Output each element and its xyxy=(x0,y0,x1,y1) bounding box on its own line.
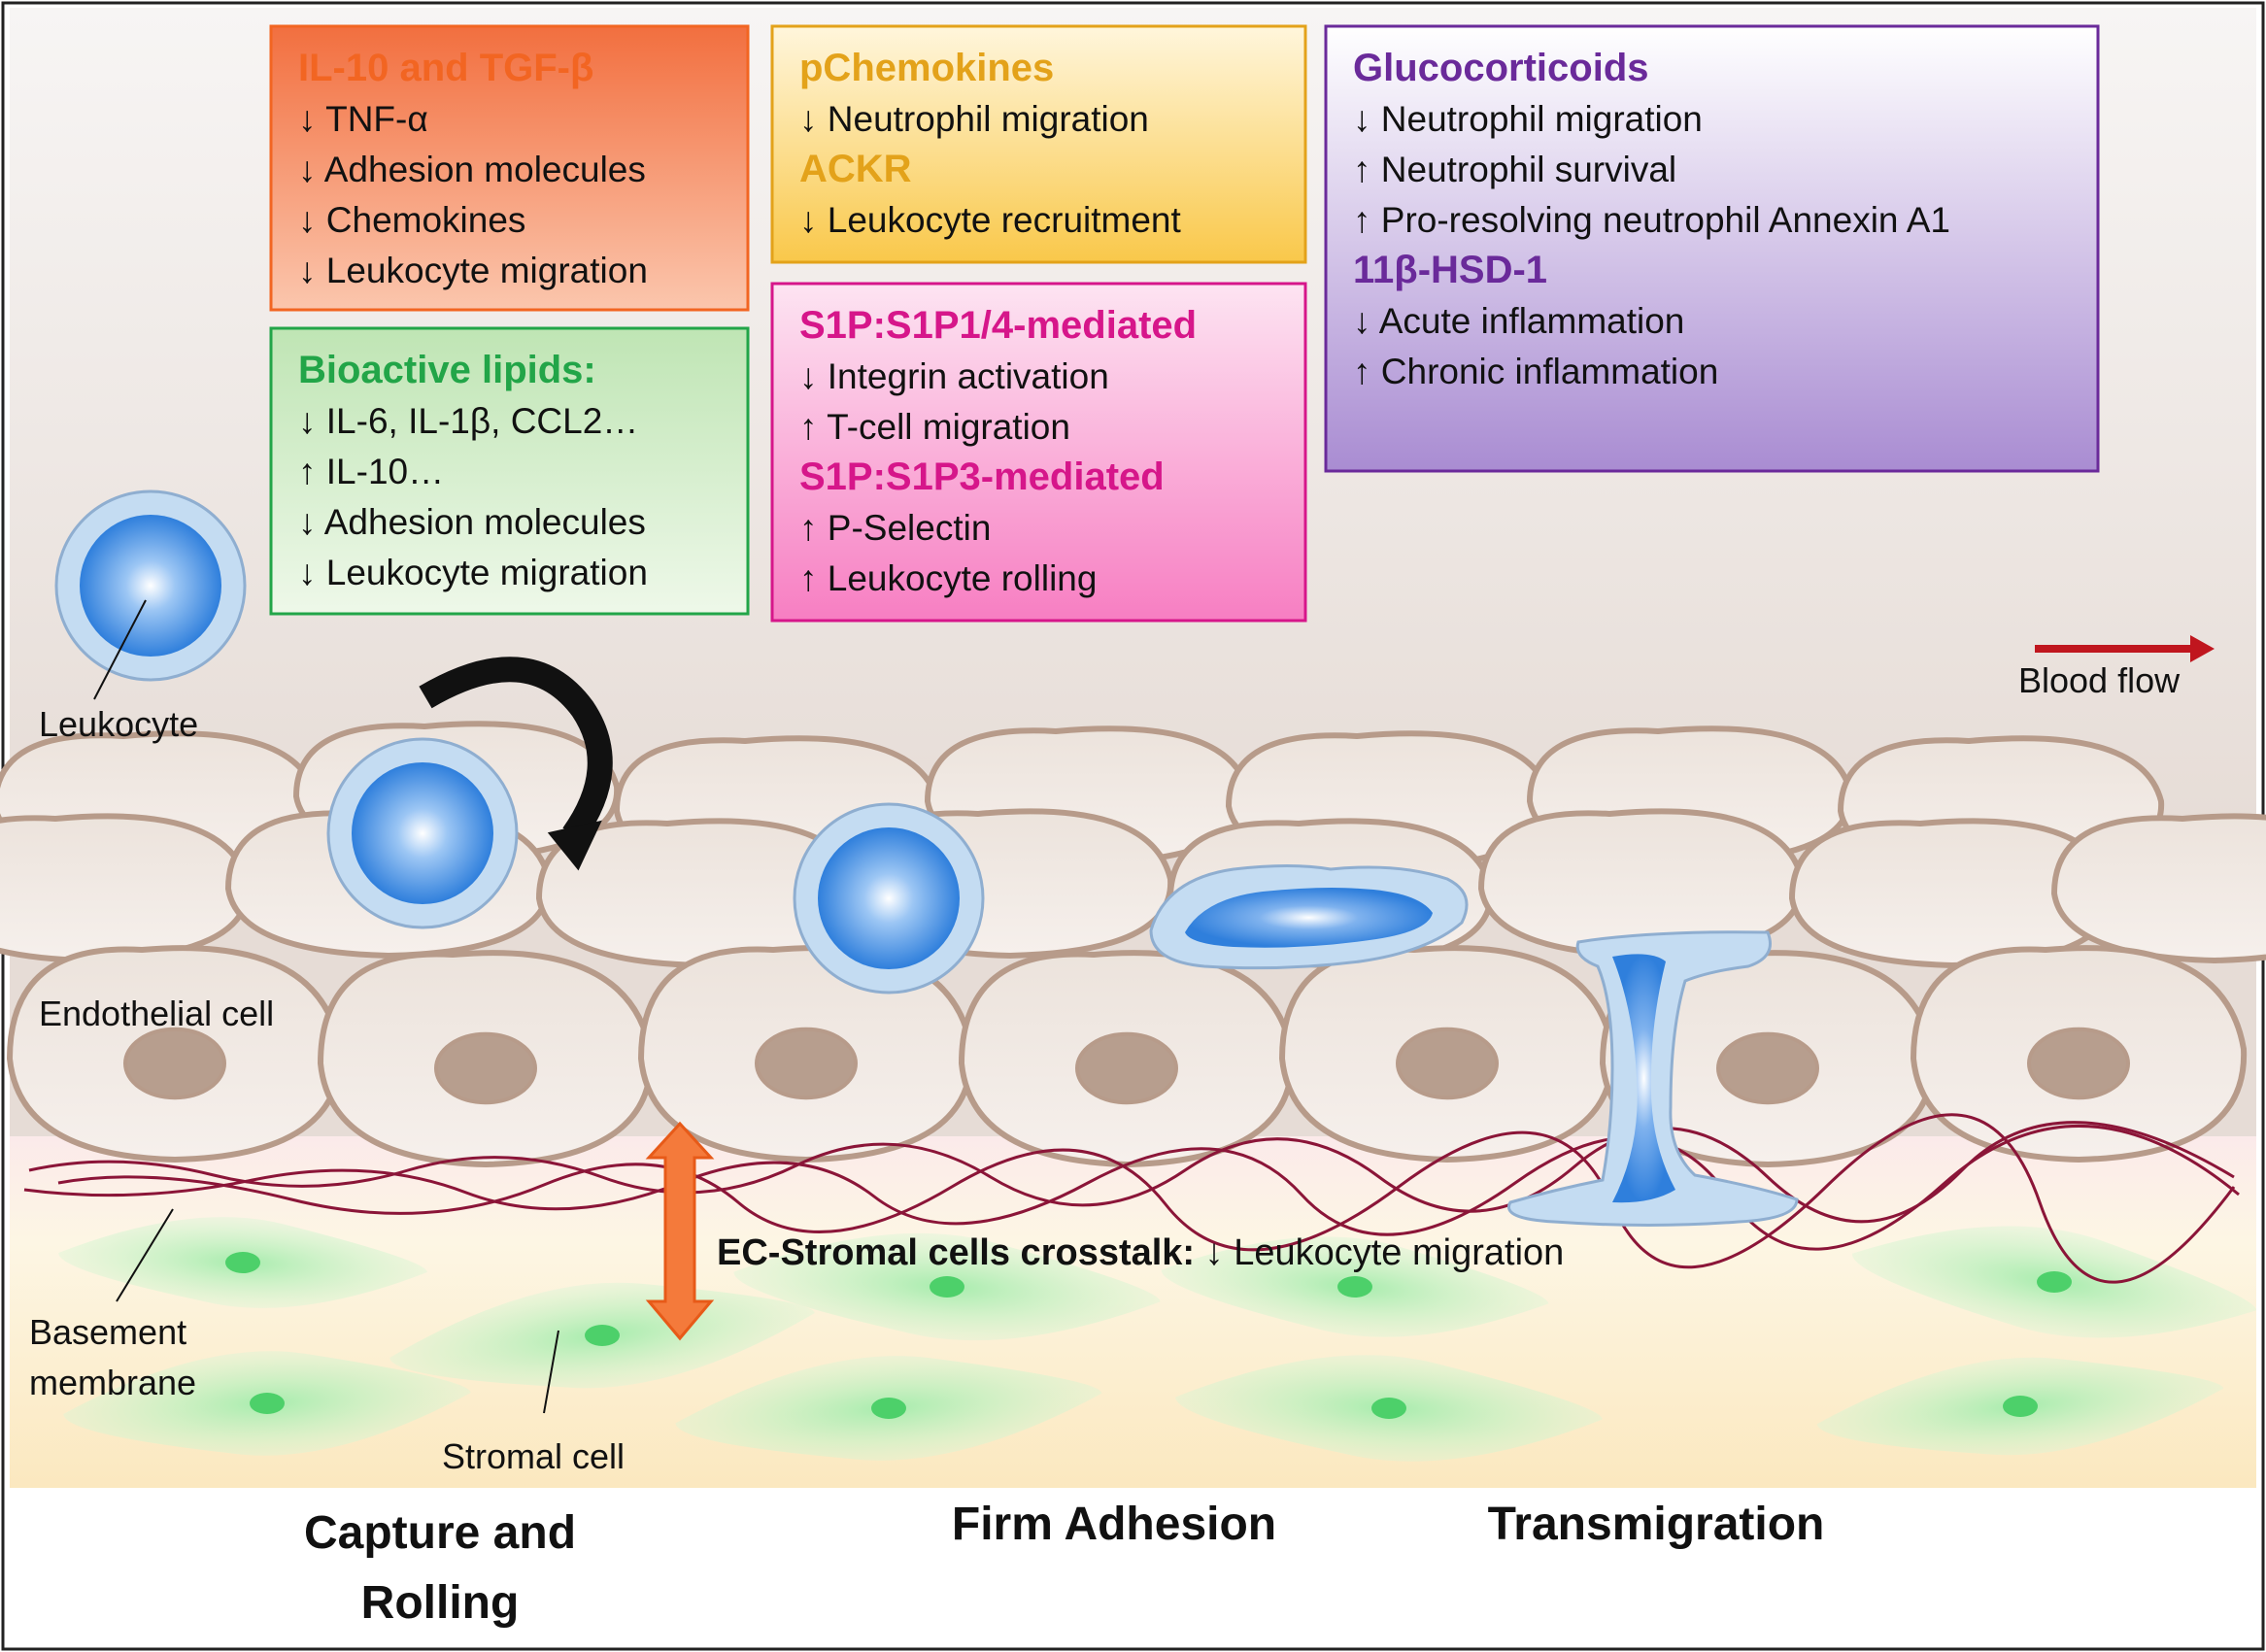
stromal-nucleus xyxy=(1337,1276,1372,1298)
box-title: pChemokines xyxy=(799,47,1054,89)
box-item: ↓ Neutrophil migration xyxy=(799,99,1149,139)
box-item: ↓ Leukocyte migration xyxy=(298,251,648,290)
endothelial-cell xyxy=(6,945,344,1163)
stromal-cell xyxy=(1852,1226,2256,1338)
stromal-nucleus xyxy=(585,1325,620,1346)
label-leukocyte: Leukocyte xyxy=(39,704,198,744)
nucleus xyxy=(2027,1027,2130,1100)
endothelial-cell xyxy=(1599,950,1937,1168)
box-item: ↓ IL-6, IL-1β, CCL2… xyxy=(298,401,638,441)
stromal-cell xyxy=(389,1282,815,1389)
nucleus xyxy=(434,1031,537,1105)
box-item: ↓ Chemokines xyxy=(298,200,525,240)
stromal-nucleus xyxy=(930,1276,964,1298)
label-crosstalk: EC-Stromal cells crosstalk: ↓ Leukocyte … xyxy=(717,1232,1564,1273)
box-item: ↓ Acute inflammation xyxy=(1353,301,1684,341)
leukocyte-adhering xyxy=(793,802,985,995)
box-background xyxy=(770,24,1307,264)
stromal-cell xyxy=(675,1356,1102,1461)
stage-firm-adhesion: Firm Adhesion xyxy=(952,1499,1276,1550)
box-subtitle: 11β-HSD-1 xyxy=(1353,249,1547,291)
crosstalk-rest: ↓ Leukocyte migration xyxy=(1195,1232,1564,1273)
nucleus xyxy=(755,1027,858,1100)
stromal-layer xyxy=(58,1217,2256,1462)
label-blood-flow: Blood flow xyxy=(2018,660,2181,700)
nucleus xyxy=(1716,1031,1819,1105)
label-endothelial-cell: Endothelial cell xyxy=(39,994,274,1033)
basement-membrane xyxy=(23,1113,2240,1284)
label-basement-2: membrane xyxy=(29,1363,196,1402)
box-title: S1P:S1P1/4-mediated xyxy=(799,304,1197,347)
box-background xyxy=(269,326,750,616)
box-item: ↓ Leukocyte recruitment xyxy=(799,200,1182,240)
stromal-cell xyxy=(1175,1355,1603,1462)
box-s1p: S1P:S1P1/4-mediated ↓ Integrin activation… xyxy=(770,282,1307,623)
stromal-nucleus xyxy=(250,1393,285,1414)
stromal-leader xyxy=(543,1330,559,1414)
basement-leader xyxy=(116,1208,174,1302)
nucleus xyxy=(1396,1027,1499,1100)
stage-capture-1: Capture and xyxy=(304,1507,576,1559)
endothelial-cell xyxy=(0,813,252,964)
endothelial-cell xyxy=(1278,945,1616,1163)
box-background xyxy=(1324,24,2100,473)
box-item: ↑ IL-10… xyxy=(298,452,444,491)
stromal-cell xyxy=(1816,1357,2224,1456)
box-background xyxy=(269,24,750,312)
leukocyte-flattened xyxy=(1149,864,1469,970)
crosstalk-bold: EC-Stromal cells crosstalk: xyxy=(717,1232,1195,1273)
box-background xyxy=(770,282,1307,623)
box-item: ↓ Adhesion molecules xyxy=(298,502,646,542)
box-item: ↑ P-Selectin xyxy=(799,508,991,548)
crosstalk-arrow-icon xyxy=(645,1121,715,1341)
blood-flow-arrow-icon xyxy=(2035,635,2215,662)
stromal-nucleus xyxy=(225,1252,260,1273)
endothelial-cell xyxy=(958,950,1296,1168)
box-item: ↓ Neutrophil migration xyxy=(1353,99,1703,139)
nucleus xyxy=(1075,1031,1178,1105)
stromal-nucleus xyxy=(2037,1271,2072,1293)
label-basement-1: Basement xyxy=(29,1312,186,1352)
stromal-cell xyxy=(733,1232,1161,1341)
box-item: ↑ T-cell migration xyxy=(799,407,1070,447)
stromal-nucleus xyxy=(2003,1396,2038,1417)
rolling-arrow-icon xyxy=(419,657,613,871)
stromal-cell xyxy=(1161,1236,1549,1337)
box-title: IL-10 and TGF-β xyxy=(298,47,593,89)
box-item: ↓ Leukocyte migration xyxy=(298,553,648,592)
box-title: Bioactive lipids: xyxy=(298,349,596,391)
box-item: ↑ Chronic inflammation xyxy=(1353,352,1718,391)
box-item: ↓ TNF-α xyxy=(298,99,428,139)
box-glucocorticoids: Glucocorticoids ↓ Neutrophil migration ↑ N… xyxy=(1324,24,2100,473)
box-item: ↓ Integrin activation xyxy=(799,356,1109,396)
box-subtitle: S1P:S1P3-mediated xyxy=(799,455,1165,498)
endothelial-cell xyxy=(1910,945,2248,1163)
leukocyte-rolling xyxy=(326,737,519,929)
stromal-nucleus xyxy=(871,1398,906,1419)
box-item: ↑ Leukocyte rolling xyxy=(799,558,1097,598)
stromal-cell xyxy=(63,1351,471,1456)
nucleus xyxy=(123,1027,226,1100)
box-subtitle: ACKR xyxy=(799,148,912,190)
box-item: ↑ Neutrophil survival xyxy=(1353,150,1676,189)
stromal-nucleus xyxy=(1371,1398,1406,1419)
label-stromal-cell: Stromal cell xyxy=(442,1436,625,1476)
leukocyte-free xyxy=(54,489,247,682)
box-item: ↑ Pro-resolving neutrophil Annexin A1 xyxy=(1353,200,1950,240)
box-title: Glucocorticoids xyxy=(1353,47,1649,89)
endothelial-cell xyxy=(317,950,655,1168)
stage-transmigration: Transmigration xyxy=(1488,1499,1825,1550)
stromal-cell xyxy=(58,1217,427,1308)
box-item: ↓ Adhesion molecules xyxy=(298,150,646,189)
leukocyte-transmigrating xyxy=(1507,930,1799,1227)
box-il10-tgfb: IL-10 and TGF-β ↓ TNF-α ↓ Adhesion molecul… xyxy=(269,24,750,312)
box-bioactive-lipids: Bioactive lipids: ↓ IL-6, IL-1β, CCL2… ↑ I… xyxy=(269,326,750,616)
stage-capture-2: Rolling xyxy=(361,1577,520,1629)
leukocyte-leader xyxy=(93,599,147,700)
